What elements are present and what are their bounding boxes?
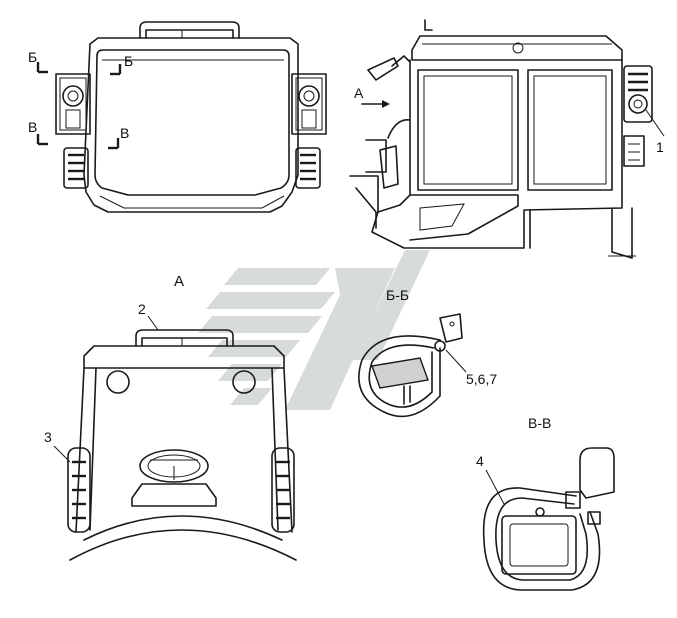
- callout-4: 4: [476, 453, 505, 505]
- callout-1-label: 1: [656, 139, 664, 155]
- callout-2-label: 2: [138, 301, 146, 317]
- section-mark-b-top: Б: [28, 49, 37, 65]
- callout-3-label: 3: [44, 429, 52, 445]
- section-mark-v-bottom: В: [120, 125, 129, 141]
- callout-5-6-7: 5,6,7: [445, 349, 497, 387]
- section-bb: Б-Б: [358, 287, 463, 418]
- cab-front-view: [55, 21, 327, 213]
- watermark-logo: [198, 250, 430, 410]
- callout-5-6-7-label: 5,6,7: [466, 371, 497, 387]
- section-mark-v-top: В: [28, 119, 37, 135]
- cab-side-view: [349, 19, 653, 259]
- callout-2: 2: [138, 301, 159, 331]
- callout-4-label: 4: [476, 453, 484, 469]
- section-marker-vv: В В: [28, 119, 129, 150]
- cab-rear-view: [67, 329, 297, 561]
- section-vv-title: В-В: [528, 415, 551, 431]
- section-mark-b-bottom: Б: [124, 53, 133, 69]
- callout-1: 1: [645, 109, 665, 155]
- view-a-pointer-label: А: [354, 85, 364, 101]
- section-bb-title: Б-Б: [386, 287, 409, 303]
- view-a-title: А: [174, 273, 184, 290]
- section-marker-bb: Б Б: [28, 49, 133, 76]
- section-vv: В-В: [482, 415, 615, 591]
- view-direction-arrow-a: А: [354, 85, 390, 108]
- view-a-title-group: А: [174, 273, 184, 290]
- callout-3: 3: [44, 429, 71, 463]
